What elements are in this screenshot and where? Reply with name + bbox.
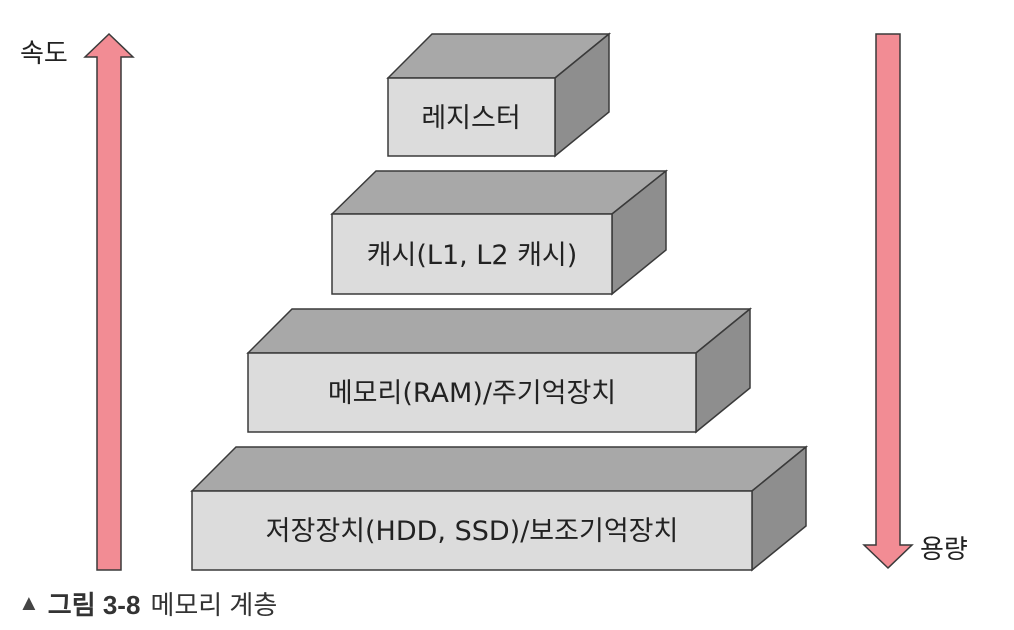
figure-title: 메모리 계층: [150, 589, 278, 620]
memory-box-top: [246, 308, 753, 354]
figure-caption: ▲ 그림 3-8 메모리 계층: [18, 583, 277, 623]
cache-box-front: [331, 213, 613, 295]
capacity-label: 용량: [920, 535, 968, 565]
storage-level: 저장장치(HDD, SSD)/보조기억장치: [190, 445, 809, 572]
register-label: 레지스터: [421, 103, 520, 134]
memory-hierarchy-diagram: 속도 용량 레지스터 캐시(L1, L2 캐시) 메모리(RAM)/주기억장치 …: [20, 32, 968, 572]
cache-label: 캐시(L1, L2 캐시): [367, 240, 578, 271]
speed-up-arrow: [83, 32, 135, 571]
cache-level: 캐시(L1, L2 캐시): [330, 169, 669, 296]
storage-box-top: [190, 446, 809, 492]
memory-box-front: [247, 352, 697, 433]
figure-number: 그림 3-8: [47, 589, 141, 620]
caption-triangle-icon: ▲: [18, 590, 40, 615]
register-box-front: [387, 77, 556, 157]
storage-box-front: [191, 490, 753, 571]
memory-label: 메모리(RAM)/주기억장치: [328, 378, 616, 409]
memory-level: 메모리(RAM)/주기억장치: [246, 307, 753, 434]
capacity-down-arrow: [862, 33, 914, 570]
cache-box-top: [330, 170, 669, 215]
speed-label: 속도: [20, 39, 68, 69]
storage-label: 저장장치(HDD, SSD)/보조기억장치: [266, 516, 679, 547]
register-level: 레지스터: [386, 32, 612, 158]
